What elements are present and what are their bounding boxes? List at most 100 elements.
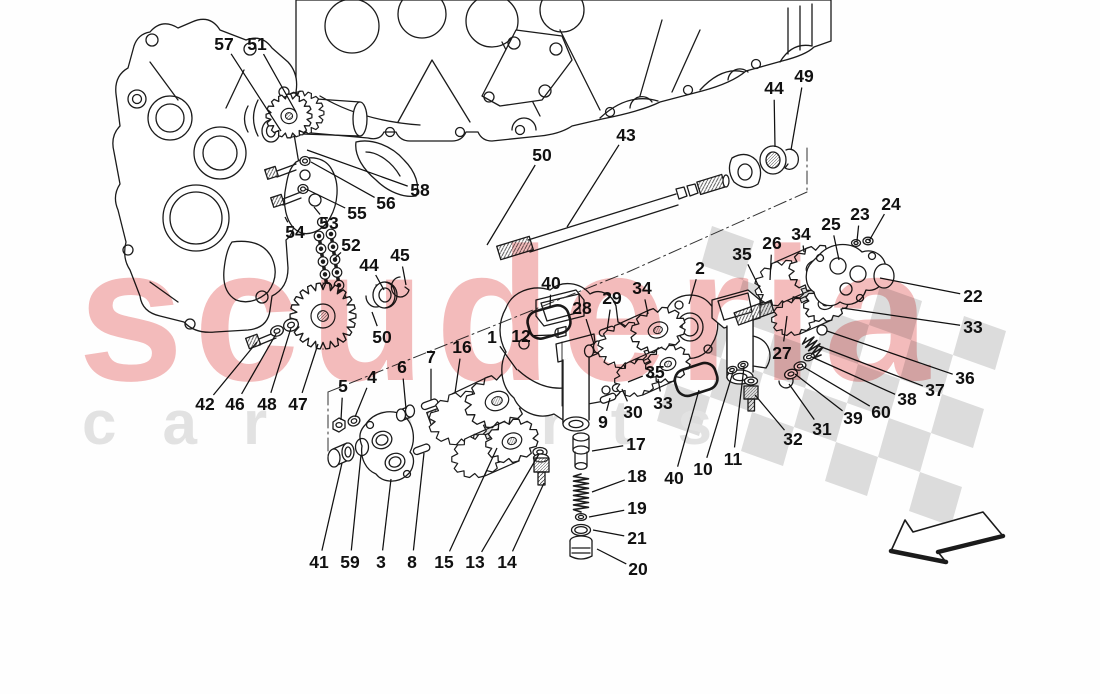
callout-40: 40 [541,273,561,309]
callout-4: 4 [354,367,377,418]
svg-text:46: 46 [225,394,245,414]
callout-60: 60 [801,365,891,422]
svg-text:23: 23 [850,204,870,224]
callout-16: 16 [452,337,472,394]
callout-58: 58 [306,149,430,200]
callout-33: 33 [653,378,673,413]
callout-31: 31 [788,383,832,439]
oil-pump-right-group [597,236,895,412]
svg-text:19: 19 [627,498,647,518]
callout-38: 38 [811,356,917,409]
callout-36: 36 [826,330,975,388]
svg-text:2: 2 [695,258,705,278]
svg-text:22: 22 [963,286,983,306]
callout-41: 41 [309,462,343,572]
svg-text:44: 44 [764,78,784,98]
callout-18: 18 [591,466,647,493]
svg-text:57: 57 [214,34,233,54]
callout-25: 25 [821,214,841,261]
callout-47: 47 [288,343,319,414]
svg-text:31: 31 [812,419,832,439]
callout-57: 57 [214,34,282,132]
engine-block-drawing [293,0,832,142]
svg-text:13: 13 [465,552,485,572]
svg-text:43: 43 [616,125,636,145]
centerline [327,147,808,459]
svg-text:51: 51 [247,34,267,54]
svg-text:60: 60 [871,402,891,422]
callout-5: 5 [338,376,348,421]
callout-54: 54 [284,216,305,242]
front-cover-drawing [112,18,302,333]
callout-32: 32 [754,394,803,449]
svg-text:58: 58 [410,180,430,200]
callout-10: 10 [693,371,734,479]
callout-50: 50 [371,311,392,347]
callout-24: 24 [868,194,901,242]
watermark-scuderia: scuderia [78,209,940,421]
svg-text:44: 44 [359,255,379,275]
callout-33: 33 [841,307,983,337]
svg-text:39: 39 [843,408,863,428]
svg-text:35: 35 [732,244,752,264]
callout-49: 49 [790,66,814,151]
svg-text:5: 5 [338,376,348,396]
callout-56: 56 [310,161,396,213]
svg-text:33: 33 [963,317,983,337]
svg-text:38: 38 [897,389,917,409]
callout-7: 7 [426,347,436,400]
svg-text:27: 27 [772,343,791,363]
svg-text:50: 50 [532,145,552,165]
svg-text:18: 18 [627,466,647,486]
svg-text:59: 59 [340,552,360,572]
callout-45: 45 [390,245,410,286]
callout-59: 59 [340,454,362,572]
callout-53: 53 [313,206,339,233]
callout-23: 23 [850,204,870,242]
svg-text:21: 21 [627,528,647,548]
svg-text:17: 17 [626,434,645,454]
svg-text:37: 37 [925,380,944,400]
svg-text:53: 53 [319,213,339,233]
svg-text:32: 32 [783,429,803,449]
svg-text:34: 34 [632,278,652,298]
svg-text:12: 12 [511,326,531,346]
callout-44: 44 [359,255,385,291]
callout-46: 46 [225,333,277,414]
svg-text:35: 35 [645,362,665,382]
callout-40: 40 [664,389,700,488]
svg-text:55: 55 [347,203,367,223]
callout-12: 12 [511,326,554,346]
callout-34: 34 [791,224,811,253]
callout-9: 9 [598,397,611,432]
callout-35: 35 [732,244,763,294]
svg-text:14: 14 [497,552,517,572]
previous-page-arrow[interactable] [888,511,1006,565]
svg-text:7: 7 [426,347,436,367]
svg-text:29: 29 [602,288,622,308]
callout-43: 43 [566,125,636,228]
svg-text:16: 16 [452,337,472,357]
svg-text:36: 36 [955,368,975,388]
svg-text:11: 11 [724,449,743,469]
pump-drive-shaft-group [496,145,800,261]
callout-50: 50 [486,145,552,246]
svg-text:40: 40 [541,273,561,293]
callout-11: 11 [724,366,745,469]
callout-20: 20 [596,548,648,579]
svg-text:40: 40 [664,468,684,488]
svg-text:34: 34 [791,224,811,244]
callout-22: 22 [879,277,983,306]
oil-pump-left-group [327,283,634,560]
svg-text:9: 9 [598,412,608,432]
callout-6: 6 [397,357,407,410]
callout-37: 37 [818,345,945,400]
svg-text:24: 24 [881,194,901,214]
svg-text:49: 49 [794,66,814,86]
callout-17: 17 [591,434,646,454]
svg-text:48: 48 [257,394,277,414]
svg-text:4: 4 [367,367,377,387]
svg-text:45: 45 [390,245,410,265]
